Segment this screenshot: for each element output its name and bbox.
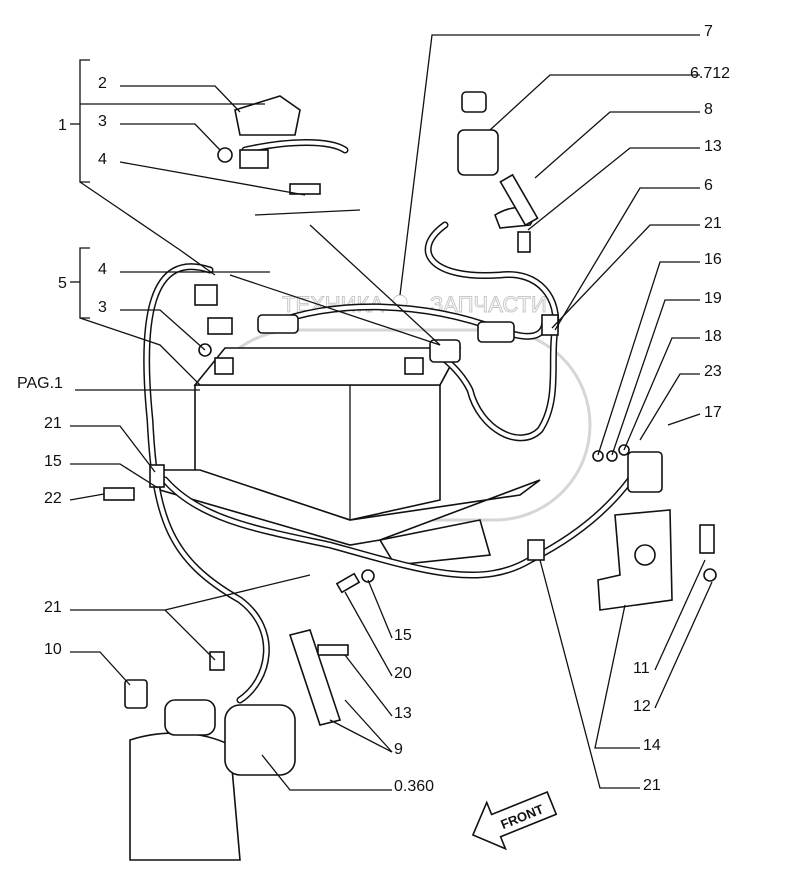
label-4: 4 [98,151,107,168]
label-13: 13 [704,138,722,155]
starter-solenoid [164,699,216,736]
label-1: 1 [58,117,67,134]
label-4-lower: 4 [98,261,107,278]
bolt [317,644,349,656]
front-arrow: FRONT [471,790,558,851]
battery-switch [457,129,499,176]
label-6712: 6.712 [690,65,730,82]
terminal-clamp [239,149,269,169]
label-8: 8 [704,101,713,118]
components [103,91,717,861]
label-pag1: PAG.1 [17,375,63,392]
label-13-center: 13 [394,705,412,722]
label-7: 7 [704,23,713,40]
label-2: 2 [98,75,107,92]
battery [159,347,541,566]
label-6: 6 [704,177,713,194]
engine-block [129,732,241,861]
label-23: 23 [704,363,722,380]
label-22: 22 [44,490,62,507]
label-21: 21 [704,215,722,232]
label-11: 11 [633,660,650,677]
terminal-clamp [207,317,233,335]
label-0360: 0.360 [394,778,434,795]
bracket [597,509,673,611]
label-17: 17 [704,404,722,421]
label-16: 16 [704,251,722,268]
label-21-left: 21 [44,415,62,432]
socket [627,451,663,493]
bolt [289,183,321,195]
cables [143,139,634,704]
terminal [194,284,218,306]
label-15-center: 15 [394,627,412,644]
terminal-clamp [477,321,515,343]
bolt [517,231,531,253]
label-5: 5 [58,275,67,292]
nut [703,568,717,582]
label-15-left: 15 [44,453,62,470]
terminal-cover [429,339,461,363]
label-20: 20 [394,665,412,682]
label-3: 3 [98,113,107,130]
bolt [103,487,135,501]
part-labels: 7 6.712 8 13 6 21 16 19 18 23 17 1 2 3 4… [17,23,730,795]
leader-lines [69,34,713,791]
label-21-lower-left: 21 [44,599,62,616]
label-21-bottom: 21 [643,777,661,794]
bolt [335,572,361,594]
label-14: 14 [643,737,661,754]
bolt [699,524,715,554]
starter-motor [224,704,296,776]
terminal-cover [234,95,301,136]
nut [217,147,233,163]
bracket-9 [288,629,342,726]
label-19: 19 [704,290,722,307]
terminal-clamp [257,314,299,334]
cable-end [124,679,148,709]
label-12: 12 [633,698,651,715]
label-10: 10 [44,641,62,658]
label-3-lower: 3 [98,299,107,316]
switch-key [461,91,487,113]
clamp [527,539,545,561]
clamp [209,651,225,671]
label-18: 18 [704,328,722,345]
label-9: 9 [394,741,403,758]
